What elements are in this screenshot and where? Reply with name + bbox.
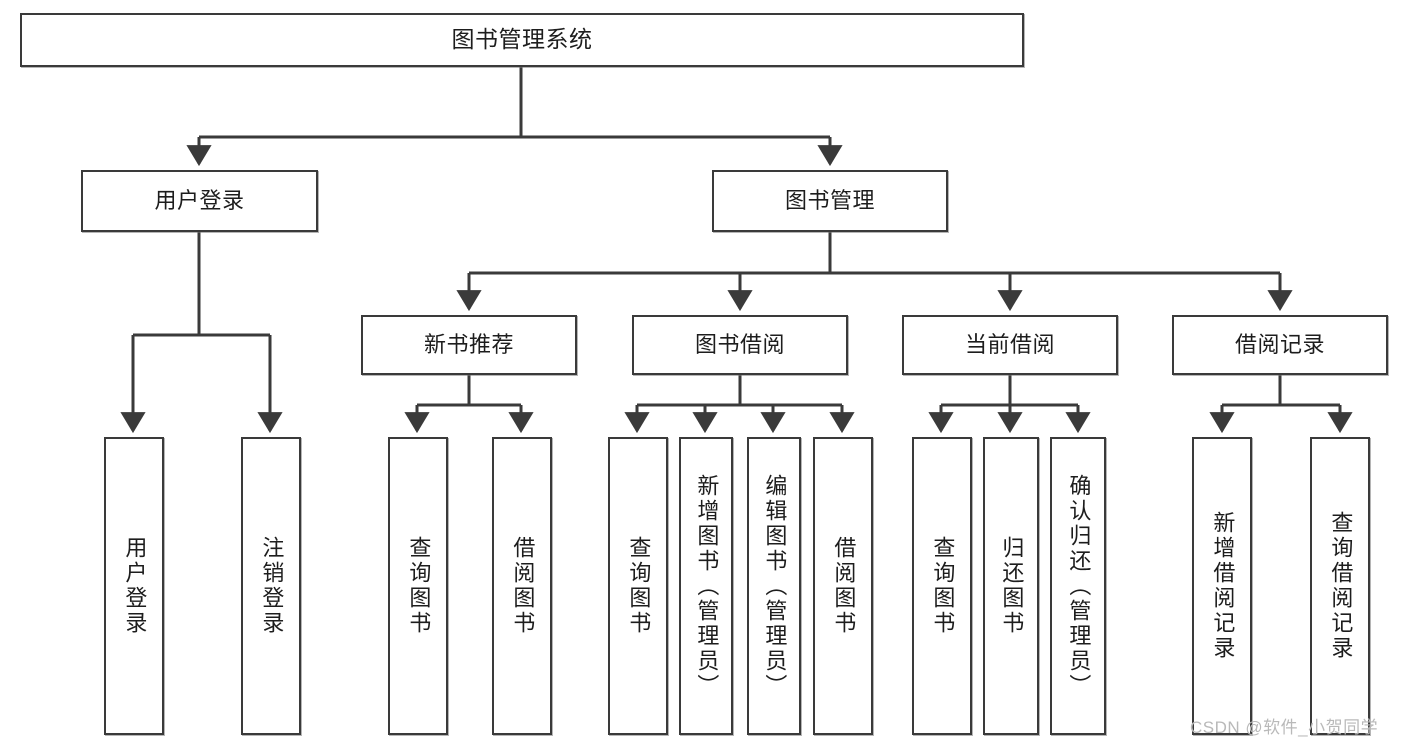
leaf-current-borrow-1[interactable]: 查询图书	[912, 437, 972, 735]
node-user-login-label: 用户登录	[154, 188, 245, 214]
node-new-book-recommend-label: 新书推荐	[423, 332, 514, 358]
leaf-current-borrow-1-label: 查询图书	[930, 536, 956, 636]
leaf-book-borrow-1-label: 查询图书	[626, 536, 652, 636]
leaf-borrow-record-1-label: 新增借阅记录	[1210, 511, 1236, 661]
leaf-user-login-1-label: 用户登录	[122, 536, 148, 636]
node-book-borrow[interactable]: 图书借阅	[632, 315, 848, 375]
node-book-management[interactable]: 图书管理	[712, 170, 948, 232]
leaf-user-login-1[interactable]: 用户登录	[104, 437, 164, 735]
leaf-new-book-1-label: 查询图书	[406, 536, 432, 636]
node-book-management-label: 图书管理	[784, 188, 875, 214]
leaf-current-borrow-2[interactable]: 归还图书	[983, 437, 1039, 735]
leaf-user-login-2-label: 注销登录	[259, 536, 285, 636]
node-root-label: 图书管理系统	[451, 26, 593, 53]
leaf-borrow-record-2[interactable]: 查询借阅记录	[1310, 437, 1370, 735]
leaf-user-login-2[interactable]: 注销登录	[241, 437, 301, 735]
node-book-borrow-label: 图书借阅	[694, 332, 785, 358]
leaf-book-borrow-2[interactable]: 新增图书（管理员）	[679, 437, 733, 735]
leaf-book-borrow-2-label: 新增图书（管理员）	[694, 473, 720, 699]
leaf-book-borrow-3-label: 编辑图书（管理员）	[762, 473, 788, 699]
node-borrow-record[interactable]: 借阅记录	[1172, 315, 1388, 375]
leaf-current-borrow-3-label: 确认归还（管理员）	[1066, 473, 1092, 699]
leaf-book-borrow-4-label: 借阅图书	[831, 536, 857, 636]
node-root[interactable]: 图书管理系统	[20, 13, 1024, 67]
node-user-login[interactable]: 用户登录	[81, 170, 318, 232]
csdn-watermark: CSDN @软件_小贺同学	[1190, 718, 1379, 737]
node-new-book-recommend[interactable]: 新书推荐	[361, 315, 577, 375]
leaf-borrow-record-1[interactable]: 新增借阅记录	[1192, 437, 1252, 735]
leaf-current-borrow-3[interactable]: 确认归还（管理员）	[1050, 437, 1106, 735]
node-current-borrow[interactable]: 当前借阅	[902, 315, 1118, 375]
leaf-new-book-1[interactable]: 查询图书	[388, 437, 448, 735]
node-borrow-record-label: 借阅记录	[1234, 332, 1325, 358]
leaf-borrow-record-2-label: 查询借阅记录	[1328, 511, 1354, 661]
leaf-book-borrow-4[interactable]: 借阅图书	[813, 437, 873, 735]
node-current-borrow-label: 当前借阅	[964, 332, 1055, 358]
leaf-new-book-2[interactable]: 借阅图书	[492, 437, 552, 735]
leaf-book-borrow-3[interactable]: 编辑图书（管理员）	[747, 437, 801, 735]
leaf-current-borrow-2-label: 归还图书	[999, 536, 1025, 636]
leaf-new-book-2-label: 借阅图书	[510, 536, 536, 636]
leaf-book-borrow-1[interactable]: 查询图书	[608, 437, 668, 735]
